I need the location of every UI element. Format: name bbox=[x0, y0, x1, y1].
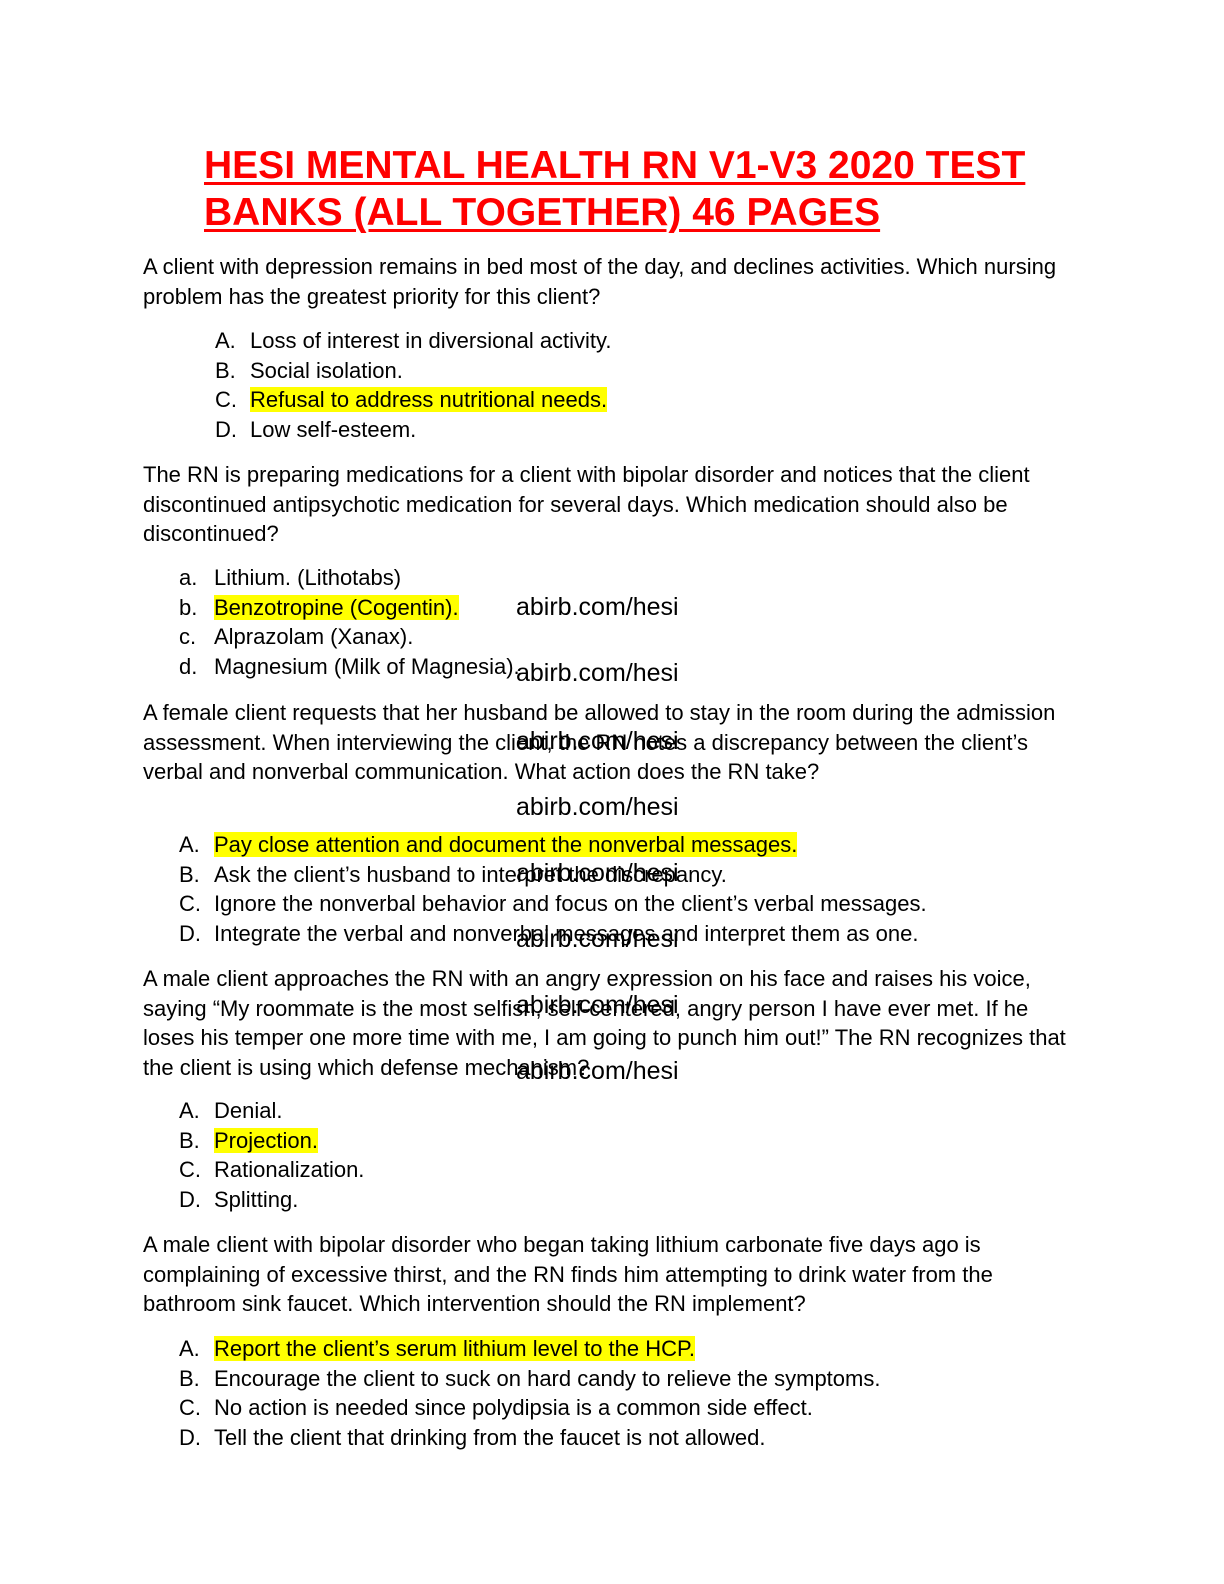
list-item: A. Pay close attention and document the n… bbox=[179, 830, 927, 860]
option-letter: C. bbox=[215, 387, 237, 412]
option-text: Magnesium (Milk of Magnesia). bbox=[214, 653, 520, 679]
highlighted-answer: Report the client’s serum lithium level … bbox=[214, 1336, 695, 1361]
option-text: Lithium. (Lithotabs) bbox=[214, 565, 402, 590]
list-item: B. Encourage the client to suck on hard c… bbox=[179, 1364, 880, 1394]
option-text: Alprazolam (Xanax). bbox=[214, 624, 414, 649]
option-text: No action is needed since polydipsia is … bbox=[214, 1395, 813, 1420]
option-letter: B. bbox=[215, 357, 236, 383]
question-2-options: a. Lithium. (Lithotabs) b. Benzotropine (C… bbox=[179, 563, 520, 681]
watermark: abirb.com/hesi bbox=[516, 925, 679, 953]
question-5-options: A. Report the client’s serum lithium leve… bbox=[179, 1334, 880, 1452]
list-item: C. Refusal to address nutritional needs. bbox=[215, 385, 612, 415]
list-item: D. Splitting. bbox=[179, 1185, 364, 1215]
question-2-stem: The RN is preparing medications for a cl… bbox=[143, 462, 1030, 546]
option-letter: d. bbox=[179, 653, 198, 679]
list-item: C. Ignore the nonverbal behavior and focu… bbox=[179, 889, 927, 919]
option-text: Tell the client that drinking from the f… bbox=[214, 1424, 766, 1450]
highlighted-answer: Refusal to address nutritional needs. bbox=[250, 387, 608, 412]
option-letter: b. bbox=[179, 594, 198, 620]
highlighted-answer: Benzotropine (Cogentin). bbox=[214, 594, 459, 620]
list-item: D. Integrate the verbal and nonverbal mes… bbox=[179, 919, 927, 949]
highlighted-answer: Projection. bbox=[214, 1127, 318, 1153]
watermark: abirb.com/hesi bbox=[516, 1057, 679, 1085]
question-5-stem: A male client with bipolar disorder who … bbox=[143, 1232, 993, 1316]
option-letter: A. bbox=[215, 328, 236, 353]
list-item: a. Lithium. (Lithotabs) bbox=[179, 563, 520, 593]
option-text: Splitting. bbox=[214, 1186, 299, 1212]
list-item: b. Benzotropine (Cogentin). bbox=[179, 593, 520, 623]
option-letter: A. bbox=[179, 1336, 200, 1361]
option-text: Denial. bbox=[214, 1098, 283, 1123]
option-letter: B. bbox=[179, 1365, 200, 1391]
option-letter: A. bbox=[179, 832, 200, 857]
option-text: Loss of interest in diversional activity… bbox=[250, 328, 612, 353]
watermark: abirb.com/hesi bbox=[516, 659, 679, 687]
watermark: abirb.com/hesi bbox=[516, 727, 679, 755]
option-letter: B. bbox=[179, 861, 200, 887]
question-4-stem: A male client approaches the RN with an … bbox=[143, 966, 1066, 1080]
option-text: Encourage the client to suck on hard can… bbox=[214, 1365, 881, 1391]
option-letter: a. bbox=[179, 565, 198, 590]
option-letter: D. bbox=[215, 416, 237, 442]
watermark: abirb.com/hesi bbox=[516, 991, 679, 1019]
question-1-options: A. Loss of interest in diversional activi… bbox=[215, 326, 612, 444]
question-3-stem: A female client requests that her husban… bbox=[143, 700, 1056, 784]
option-letter: c. bbox=[179, 624, 197, 649]
option-letter: D. bbox=[179, 1186, 201, 1212]
option-letter: D. bbox=[179, 920, 201, 946]
question-3-options: A. Pay close attention and document the n… bbox=[179, 830, 927, 948]
option-letter: D. bbox=[179, 1424, 201, 1450]
highlighted-answer: Pay close attention and document the non… bbox=[214, 832, 798, 857]
option-text: Low self-esteem. bbox=[250, 416, 417, 442]
option-letter: A. bbox=[179, 1098, 200, 1123]
option-letter: B. bbox=[179, 1127, 200, 1153]
watermark: abirb.com/hesi bbox=[516, 593, 679, 621]
watermark: abirb.com/hesi bbox=[516, 859, 679, 887]
document-title: HESI MENTAL HEALTH RN V1-V3 2020 TEST BA… bbox=[204, 144, 1026, 234]
option-text: Social isolation. bbox=[250, 357, 403, 383]
list-item: C. Rationalization. bbox=[179, 1155, 364, 1185]
option-text: Ask the client’s husband to interpret th… bbox=[214, 861, 727, 887]
list-item: B. Projection. bbox=[179, 1126, 364, 1156]
list-item: A. Loss of interest in diversional activi… bbox=[215, 326, 612, 356]
list-item: A. Denial. bbox=[179, 1096, 364, 1126]
option-letter: C. bbox=[179, 891, 201, 916]
list-item: B. Social isolation. bbox=[215, 356, 612, 386]
option-letter: C. bbox=[179, 1395, 201, 1420]
option-text: Rationalization. bbox=[214, 1157, 365, 1182]
option-text: Ignore the nonverbal behavior and focus … bbox=[214, 891, 927, 916]
option-text: Integrate the verbal and nonverbal messa… bbox=[214, 920, 919, 946]
watermark: abirb.com/hesi bbox=[516, 793, 679, 821]
list-item: C. No action is needed since polydipsia i… bbox=[179, 1393, 880, 1423]
list-item: D. Low self-esteem. bbox=[215, 415, 612, 445]
question-4-options: A. Denial. B. Projection. C. Rationalizatio… bbox=[179, 1096, 364, 1214]
option-letter: C. bbox=[179, 1157, 201, 1182]
list-item: B. Ask the client’s husband to interpret … bbox=[179, 860, 927, 890]
list-item: c. Alprazolam (Xanax). bbox=[179, 622, 520, 652]
list-item: A. Report the client’s serum lithium leve… bbox=[179, 1334, 880, 1364]
question-1-stem: A client with depression remains in bed … bbox=[143, 254, 1057, 309]
list-item: d. Magnesium (Milk of Magnesia). bbox=[179, 652, 520, 682]
list-item: D. Tell the client that drinking from the… bbox=[179, 1423, 880, 1453]
